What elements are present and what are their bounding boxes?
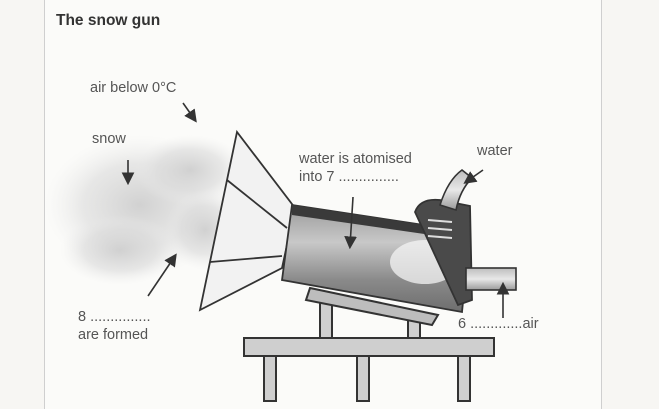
label-air-below: air below 0°C: [90, 80, 177, 96]
arrows: [121, 102, 510, 318]
label-snow: snow: [92, 131, 126, 147]
water-pipe: [438, 168, 474, 212]
label-water: water: [477, 143, 513, 159]
label-atomised-line1: water is atomised: [299, 151, 412, 167]
air-arrow: [182, 102, 197, 123]
label-q6: 6 .............air: [458, 316, 539, 332]
label-q8-number: 8 ...............: [78, 309, 151, 325]
water-arrow: [463, 169, 484, 184]
air-inlet-pipe: [465, 267, 517, 291]
atomise-arrow: [344, 196, 357, 250]
stand: [243, 286, 495, 402]
diagram-title: The snow gun: [56, 12, 161, 29]
label-q8-text: are formed: [78, 327, 149, 343]
crystals-arrow: [147, 253, 177, 297]
label-atomised-line2: into 7 ...............: [299, 169, 399, 185]
